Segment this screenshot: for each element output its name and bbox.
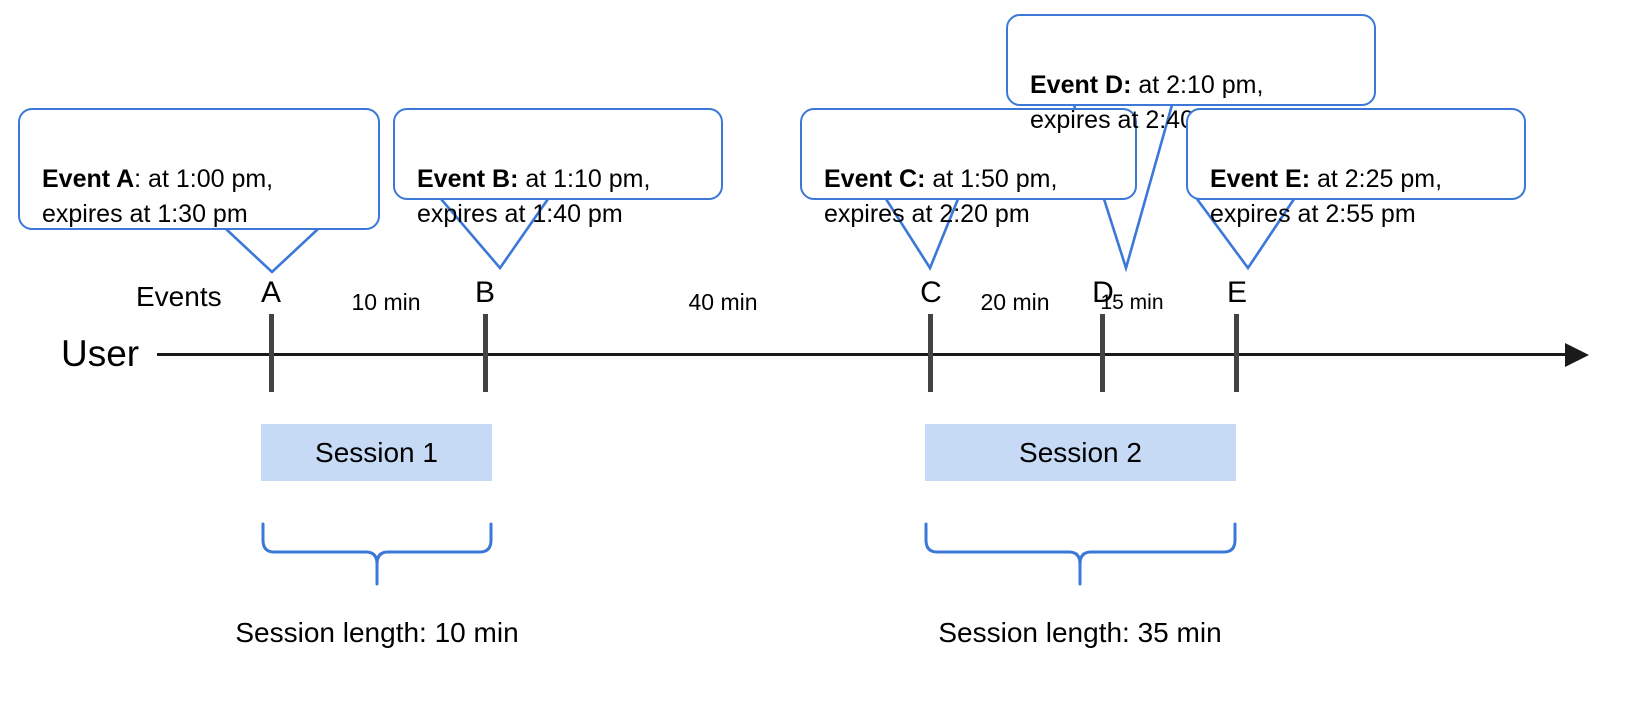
- callout-event-b: Event B: at 1:10 pm, expires at 1:40 pm: [393, 108, 723, 228]
- event-letter-b: B: [474, 276, 495, 309]
- tick-b: [483, 314, 488, 392]
- callout-event-d: Event D: at 2:10 pm, expires at 2:40 pm: [1006, 14, 1376, 134]
- tail-c: [884, 198, 960, 271]
- event-letter-e: E: [1226, 276, 1247, 309]
- callout-event-a: Event A: at 1:00 pm, expires at 1:30 pm: [18, 108, 380, 230]
- user-row-label: User: [61, 333, 140, 374]
- gap-label-a-b: 10 min: [351, 289, 421, 315]
- tick-a: [269, 314, 274, 392]
- event-letter-a: A: [260, 276, 281, 309]
- callout-event-e: Event E: at 2:25 pm, expires at 2:55 pm: [1186, 108, 1526, 228]
- session-2-label: Session 2: [1019, 436, 1142, 468]
- gap-label-d-e: 15 min: [1100, 291, 1164, 314]
- timeline-axis: [157, 353, 1567, 356]
- tail-a: [225, 228, 319, 274]
- callout-e-body: at 2:25 pm, expires at 2:55 pm: [1210, 164, 1443, 229]
- callout-b-body: at 1:10 pm, expires at 1:40 pm: [417, 164, 651, 229]
- events-row-label: Events: [136, 281, 222, 312]
- brace-session-2: [924, 522, 1237, 586]
- session-1-label: Session 1: [315, 436, 438, 468]
- event-letter-d: D: [1092, 276, 1114, 309]
- callout-a-body: : at 1:00 pm, expires at 1:30 pm: [42, 164, 274, 229]
- session-box-2: Session 2: [925, 424, 1236, 481]
- session-box-1: Session 1: [261, 424, 492, 481]
- callout-event-c: Event C: at 1:50 pm, expires at 2:20 pm: [800, 108, 1137, 228]
- callout-d-lead: Event D:: [1030, 70, 1132, 99]
- callout-c-lead: Event C:: [824, 164, 926, 193]
- session-1-caption: Session length: 10 min: [235, 617, 519, 648]
- tail-e: [1195, 198, 1296, 271]
- tail-b: [440, 198, 550, 271]
- callout-e-lead: Event E:: [1210, 164, 1311, 193]
- tick-e: [1234, 314, 1239, 392]
- gap-label-b-c: 40 min: [688, 289, 758, 315]
- callout-a-lead: Event A: [42, 164, 135, 193]
- tick-d: [1100, 314, 1105, 392]
- event-letter-c: C: [920, 276, 942, 309]
- brace-session-1: [261, 522, 493, 586]
- gap-label-c-d: 20 min: [980, 289, 1050, 315]
- callout-b-lead: Event B:: [417, 164, 519, 193]
- callout-c-body: at 1:50 pm, expires at 2:20 pm: [824, 164, 1058, 229]
- tick-c: [928, 314, 933, 392]
- session-2-caption: Session length: 35 min: [938, 617, 1222, 648]
- timeline-axis-arrowhead: [1565, 343, 1589, 367]
